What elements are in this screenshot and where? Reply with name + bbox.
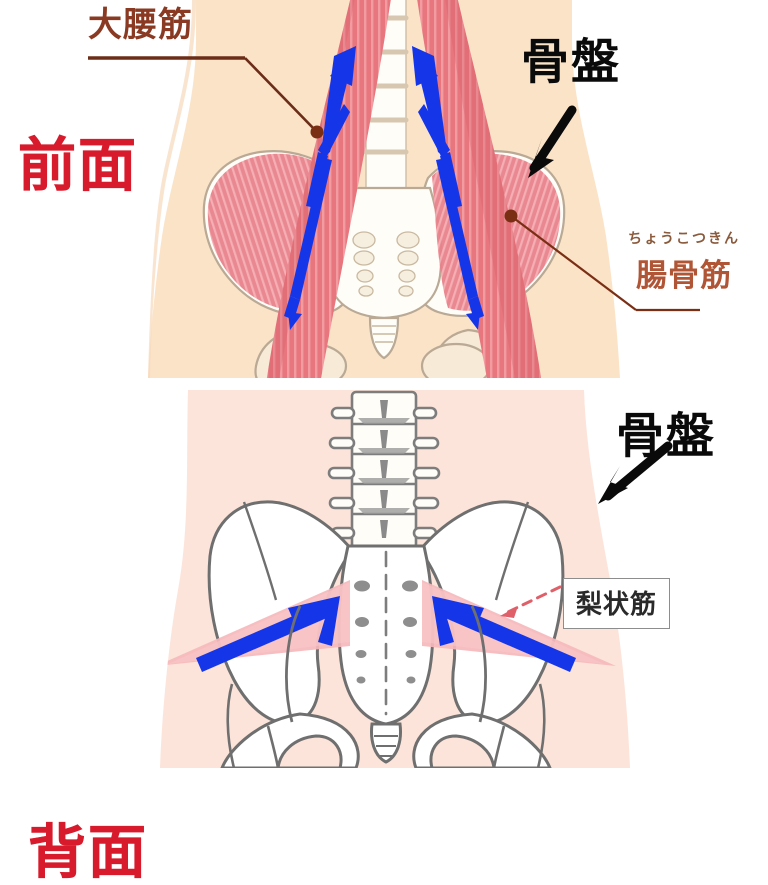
- muscle-psoas-major-right: [416, 0, 542, 378]
- pelvis-posterior: [207, 500, 565, 768]
- piriformis-direction-arrow-right: [432, 596, 576, 672]
- muscle-piriformis-right: [422, 580, 616, 666]
- muscle-piriformis-left: [160, 580, 350, 666]
- iliacus-leader-line: [504, 209, 700, 312]
- label-iliacus: 腸骨筋: [636, 258, 732, 293]
- piriformis-leader-arrow: [500, 585, 562, 618]
- piriformis-direction-arrow-left: [196, 596, 340, 672]
- label-pelvis-posterior: 骨盤: [616, 410, 717, 463]
- psoas-direction-arrows-right: [412, 46, 484, 330]
- view-title-posterior: 背面: [28, 820, 149, 885]
- label-iliacus-group: ちょうこつきん 腸骨筋: [628, 228, 740, 295]
- femur-head-outline: [285, 605, 487, 723]
- panel-posterior-view: 背面: [0, 384, 768, 882]
- pelvis-pointer-arrow-posterior: [598, 441, 673, 504]
- label-iliacus-furigana: ちょうこつきん: [628, 230, 740, 246]
- pelvis-pointer-arrow-anterior: [528, 105, 577, 178]
- label-psoas-major: 大腰筋: [88, 6, 193, 44]
- posterior-illustration: [160, 390, 673, 768]
- psoas-direction-arrows-left: [284, 46, 356, 330]
- label-piriformis-box: 梨状筋: [563, 578, 671, 629]
- panel-anterior-view: 前面 大腰筋 ちょうこつきん 腸骨筋 骨盤: [0, 0, 768, 384]
- view-title-anterior: 前面: [18, 133, 139, 198]
- anterior-illustration: [88, 0, 700, 378]
- label-pelvis-anterior: 骨盤: [521, 36, 622, 89]
- psoas-leader-line: [88, 56, 324, 139]
